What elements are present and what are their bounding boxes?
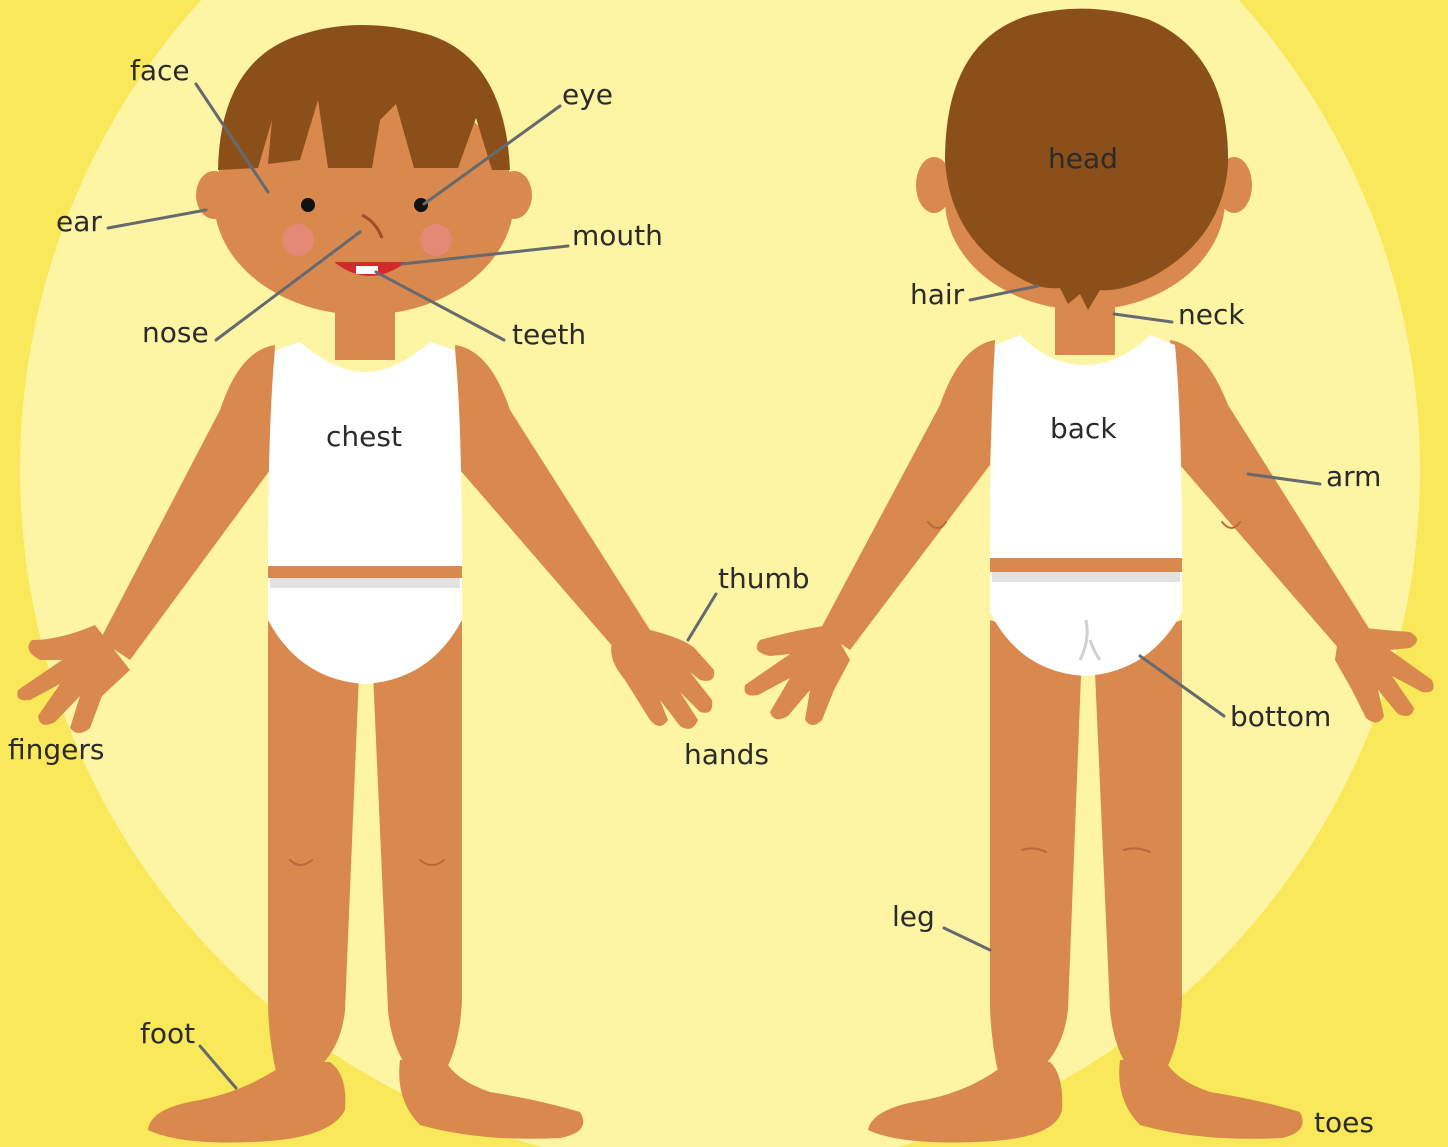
label-ear: ear — [56, 205, 102, 238]
label-hands: hands — [684, 738, 769, 771]
back-waistband — [992, 572, 1180, 582]
label-mouth: mouth — [572, 219, 663, 252]
label-back: back — [1050, 412, 1117, 445]
front-teeth-shape — [356, 266, 378, 274]
label-face: face — [130, 54, 190, 87]
label-head: head — [1048, 142, 1118, 175]
label-leg: leg — [892, 900, 935, 933]
label-foot: foot — [140, 1017, 195, 1050]
label-teeth: teeth — [512, 318, 586, 351]
front-right-eye — [414, 198, 428, 212]
front-vest — [268, 342, 462, 570]
front-left-eye — [301, 198, 315, 212]
label-arm: arm — [1326, 460, 1381, 493]
front-waist-skin — [268, 566, 462, 578]
label-neck: neck — [1178, 298, 1245, 331]
label-bottom: bottom — [1230, 700, 1331, 733]
label-eye: eye — [562, 78, 613, 111]
front-left-cheek — [282, 224, 314, 256]
front-waistband — [270, 578, 460, 588]
front-right-cheek — [420, 224, 452, 256]
label-fingers: fingers — [8, 733, 104, 766]
label-thumb: thumb — [718, 562, 810, 595]
back-waist-skin — [990, 558, 1182, 572]
back-vest — [990, 335, 1182, 560]
label-nose: nose — [142, 316, 209, 349]
label-hair: hair — [910, 278, 965, 311]
label-chest: chest — [326, 420, 402, 453]
label-toes: toes — [1314, 1106, 1374, 1139]
